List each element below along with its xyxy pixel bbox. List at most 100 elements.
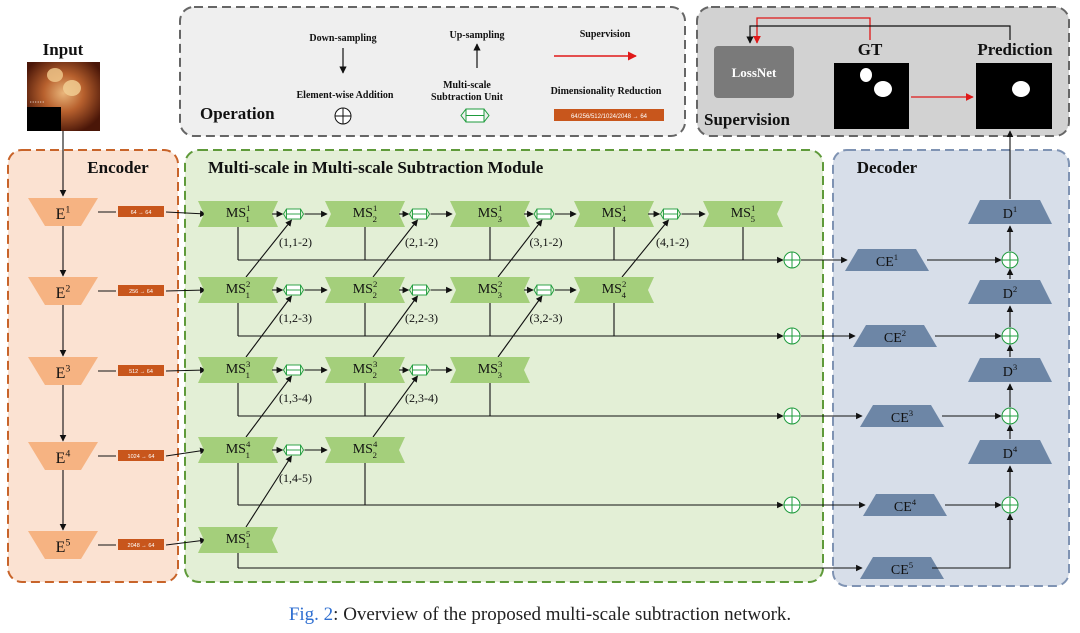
msu-index-label: (1,3-4)	[279, 391, 312, 405]
reduction-to-ms-arrow	[165, 286, 207, 294]
msu-icon	[659, 208, 682, 220]
aggregation-addition-icon	[783, 251, 801, 269]
d-label-1: D1	[1003, 204, 1017, 222]
ce-block-3	[860, 405, 944, 427]
reduction-to-ms-arrow	[165, 447, 207, 457]
encoder-block-e5	[28, 531, 98, 559]
msu-index-label: (3,2-3)	[530, 311, 563, 325]
encoder-label-e5: E5	[56, 537, 71, 556]
ce-block-5	[860, 557, 944, 579]
reduction-to-ms-arrow	[165, 210, 207, 217]
decoder-addition-icon	[1001, 407, 1019, 425]
ms-node-1-2-shape	[325, 201, 405, 227]
encoder-block-e4	[28, 442, 98, 470]
dim-reduction-box	[118, 285, 164, 296]
msu-index-label: (4,1-2)	[656, 235, 689, 249]
encoder-label-e2: E2	[56, 283, 71, 302]
encoder-title: Encoder	[87, 158, 149, 177]
dim-reduction-example-text: 64/256/512/1024/2048 → 64	[571, 114, 648, 120]
gt-label: GT	[858, 40, 883, 59]
msu-index-label: (2,1-2)	[405, 235, 438, 249]
dim-reduction-text: 1024 → 64	[128, 454, 155, 460]
aggregation-addition-icon	[783, 407, 801, 425]
reduction-to-ms-arrow	[165, 537, 207, 546]
decoder-title: Decoder	[857, 158, 918, 177]
ms-node-4-2-shape	[325, 437, 405, 463]
ms-node-2-2-shape	[325, 277, 405, 303]
gt-to-lossnet-arrow	[753, 17, 871, 44]
reduction-to-ms-arrow	[165, 366, 207, 374]
legend-msu-label-line1: Multi-scale	[443, 80, 491, 91]
ms-node-2-1-shape	[198, 277, 278, 303]
decoder-addition-icon	[1001, 496, 1019, 514]
ms-node-2-4-shape	[574, 277, 654, 303]
d-block-1	[968, 200, 1052, 224]
msu-icon	[282, 284, 305, 296]
d-block-2	[968, 280, 1052, 304]
legend-dim-reduction-label: Dimensionality Reduction	[551, 86, 662, 97]
figure-ref: Fig. 2	[288, 604, 334, 625]
d-label-3: D3	[1003, 362, 1017, 380]
decoder-addition-icon	[1001, 327, 1019, 345]
legend-supervision-label: Supervision	[580, 29, 631, 40]
ms-node-2-3-shape	[450, 277, 530, 303]
prediction-label: Prediction	[977, 40, 1053, 59]
ce5-to-decoder-arrow	[932, 513, 1014, 569]
input-label: Input	[43, 40, 84, 59]
ce-label-4: CE4	[894, 497, 917, 515]
ms-node-1-5-shape	[703, 201, 783, 227]
input-endoscopy-image: • • • • • •	[27, 62, 100, 131]
encoder-block-e2	[28, 277, 98, 305]
ms-node-1-4-shape	[574, 201, 654, 227]
msu-index-label: (2,2-3)	[405, 311, 438, 325]
msu-diagonal-arrow	[621, 219, 669, 278]
ms-node-1-3-shape	[450, 201, 530, 227]
svg-text:• • • • • •: • • • • • •	[30, 99, 45, 104]
msu-diagonal-arrow	[372, 375, 418, 438]
caption-text: : Overview of the proposed multi-scale s…	[333, 604, 792, 625]
encoder-label-e4: E4	[56, 448, 71, 467]
ms-node-3-2-shape	[325, 357, 405, 383]
operation-title: Operation	[200, 104, 275, 123]
prediction-to-lossnet-arrow	[746, 25, 1011, 44]
msu-icon	[533, 284, 555, 296]
msm-title: Multi-scale in Multi-scale Subtraction M…	[208, 158, 544, 177]
ce-block-4	[863, 494, 947, 516]
ce-block-2	[853, 325, 937, 347]
ms-node-4-1-shape	[198, 437, 278, 463]
ms-node-1-1-shape	[198, 201, 278, 227]
msu-index-label: (3,1-2)	[530, 235, 563, 249]
aggregation-addition-icon	[783, 496, 801, 514]
msu-icon	[408, 208, 431, 220]
ce-label-5: CE5	[891, 560, 913, 578]
msu-diagonal-arrow	[245, 295, 292, 358]
legend-down-sampling-label: Down-sampling	[309, 33, 376, 44]
dim-reduction-box	[118, 450, 164, 461]
msu-diagonal-arrow	[372, 219, 418, 278]
figure-caption: Fig. 2: Overview of the proposed multi-s…	[0, 604, 1080, 626]
dim-reduction-box	[118, 539, 164, 550]
msu-diagonal-arrow	[245, 455, 292, 528]
msu-icon	[282, 208, 305, 220]
operation-panel	[179, 6, 686, 137]
msu-diagonal-arrow	[497, 295, 543, 358]
dim-reduction-box	[118, 206, 164, 217]
dim-reduction-text: 2048 → 64	[128, 543, 155, 549]
msu-icon	[533, 208, 555, 220]
dim-reduction-text: 256 → 64	[129, 289, 153, 295]
msu-index-label: (1,4-5)	[279, 471, 312, 485]
d-block-4	[968, 440, 1052, 464]
ms-node-5-1-shape	[198, 527, 278, 553]
decoder-addition-icon	[1001, 251, 1019, 269]
encoder-panel	[7, 149, 179, 583]
